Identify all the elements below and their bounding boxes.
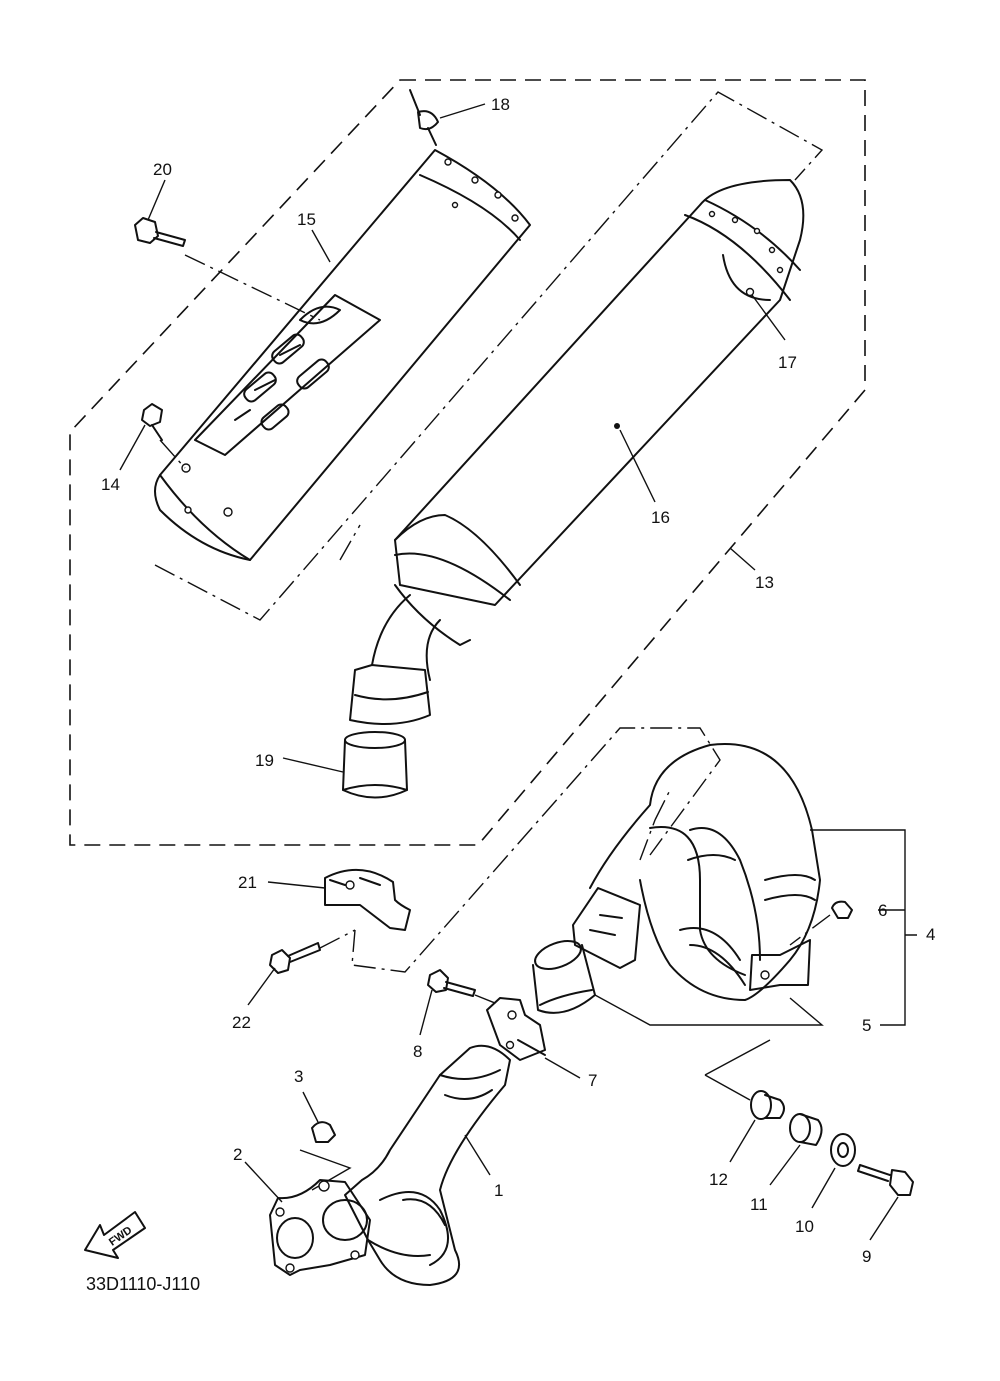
bolt-14 — [141, 403, 186, 469]
callout-6: 6 — [878, 901, 887, 920]
fwd-arrow-icon: FWD — [84, 1211, 146, 1259]
callout-7: 7 — [588, 1071, 597, 1090]
band-21 — [324, 868, 411, 931]
muffler-to-pipe-chain — [351, 727, 721, 973]
callout-11: 11 — [750, 1195, 768, 1214]
callout-9: 9 — [862, 1247, 871, 1266]
collar-12 — [750, 1090, 785, 1120]
exhaust-pipe-4 — [572, 743, 821, 1001]
gasket-5 — [532, 940, 596, 1014]
callout-2: 2 — [233, 1145, 242, 1164]
bolt-22 — [269, 929, 356, 974]
callout-10: 10 — [795, 1217, 814, 1236]
gasket-19 — [342, 731, 408, 799]
callout-19: 19 — [255, 751, 274, 770]
callout-leaders — [119, 103, 917, 1241]
callout-3: 3 — [294, 1067, 303, 1086]
callout-8: 8 — [413, 1042, 422, 1061]
diagram-code: 33D1110-J110 — [86, 1274, 200, 1294]
rivet-18 — [409, 89, 439, 146]
callout-1: 1 — [494, 1181, 503, 1200]
callout-14: 14 — [101, 475, 120, 494]
callout-17: 17 — [778, 353, 797, 372]
chain-guide-20 — [184, 254, 321, 321]
callout-22: 22 — [232, 1013, 251, 1032]
pipe-bracket-lines — [594, 994, 824, 1101]
bolt-8 — [427, 969, 501, 1006]
chain-guide-16-inner — [339, 524, 361, 561]
gasket-2 — [269, 1179, 371, 1276]
callout-12: 12 — [709, 1170, 728, 1189]
bolt-20 — [134, 217, 186, 247]
callout-18: 18 — [491, 95, 510, 114]
bolt-9 — [857, 1164, 914, 1196]
callout-15: 15 — [297, 210, 316, 229]
callout-13: 13 — [755, 573, 774, 592]
callout-16: 16 — [651, 508, 670, 527]
clamp-7 — [486, 997, 546, 1061]
exhaust-pipe-1 — [344, 1044, 511, 1286]
callout-20: 20 — [153, 160, 172, 179]
heat-protector-15 — [154, 149, 531, 561]
washer-10 — [830, 1133, 856, 1167]
damper-6 — [789, 900, 853, 946]
muffler-assembly-boundary — [69, 79, 866, 846]
muffler-body — [349, 179, 805, 725]
callout-21: 21 — [238, 873, 257, 892]
muffler-body-chain-outline — [154, 91, 824, 621]
callout-4: 4 — [926, 925, 935, 944]
callout-5: 5 — [862, 1016, 871, 1035]
damper-11 — [789, 1113, 823, 1146]
